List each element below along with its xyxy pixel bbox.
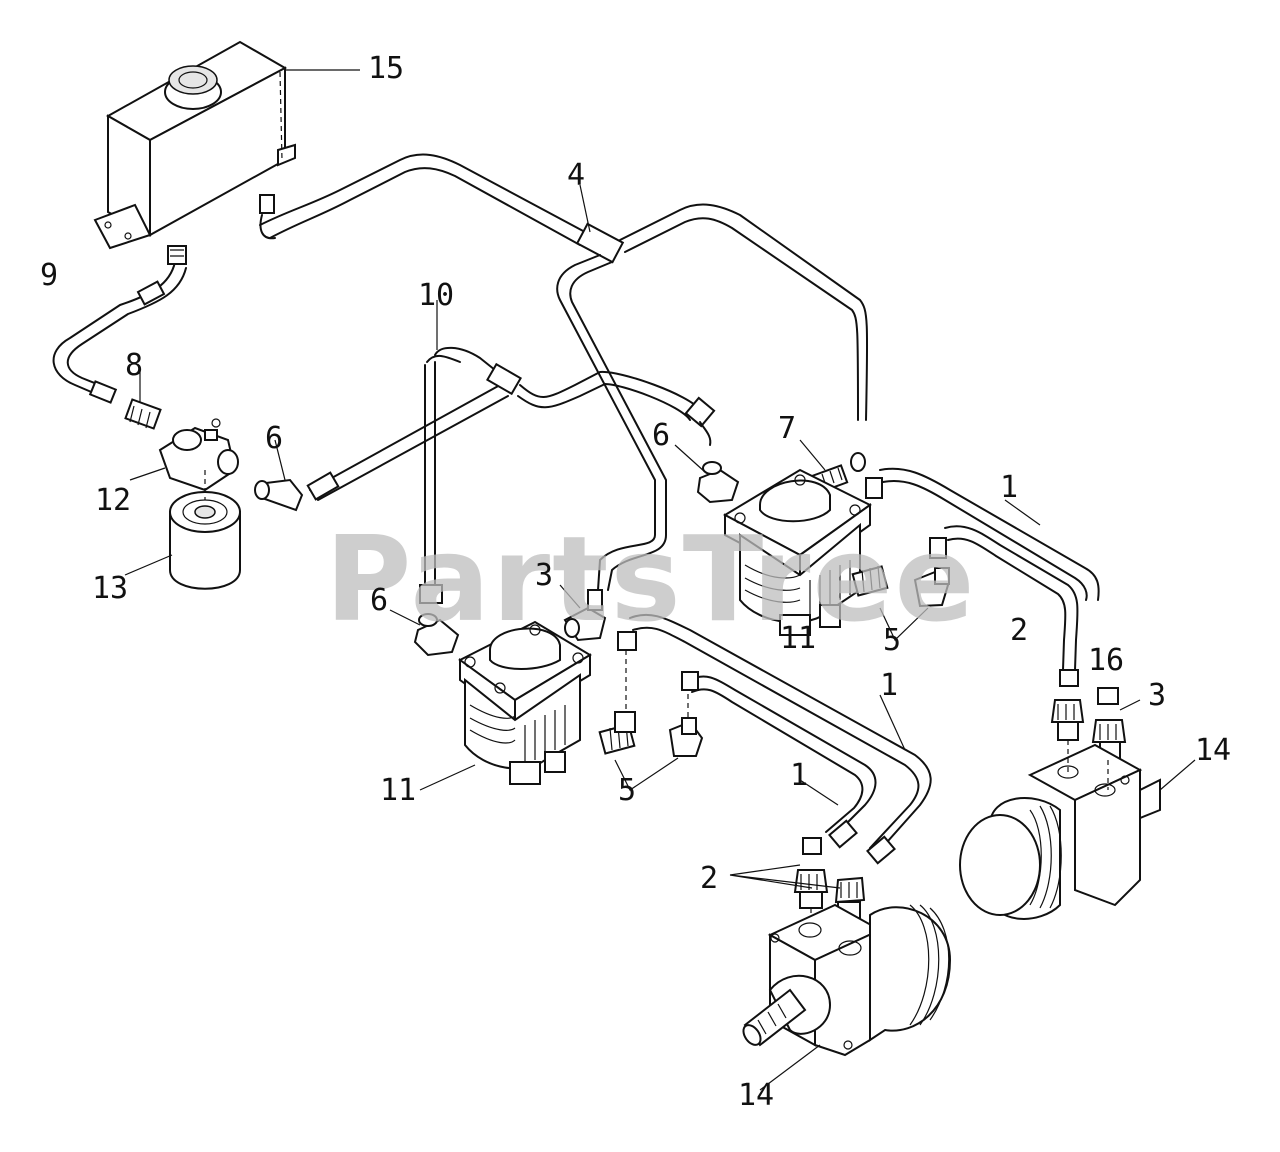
hydraulic-reservoir-tank[interactable]: [93, 40, 296, 250]
callout-3-right[interactable]: 3: [1148, 678, 1166, 713]
callout-6-right-pump[interactable]: 6: [652, 418, 670, 453]
wheel-motor-right[interactable]: [959, 743, 1161, 920]
inlet-elbow-fitting[interactable]: [696, 461, 740, 504]
motor-fitting[interactable]: [793, 837, 829, 909]
callout-1-right-hose[interactable]: 1: [1000, 470, 1018, 505]
callout-7[interactable]: 7: [778, 411, 796, 446]
filter-head[interactable]: [158, 418, 239, 492]
elbow-fitting[interactable]: [254, 478, 304, 512]
callout-11-right-pump[interactable]: 11: [780, 621, 816, 656]
callout-4[interactable]: 4: [567, 158, 585, 193]
callout-6-left-pump[interactable]: 6: [370, 583, 388, 618]
inlet-elbow-fitting[interactable]: [413, 613, 460, 657]
pressure-hose-left[interactable]: [629, 613, 932, 865]
pressure-hose-right[interactable]: [879, 467, 1100, 671]
callout-9[interactable]: 9: [40, 258, 58, 293]
callout-5-left[interactable]: 5: [618, 773, 636, 808]
callout-5-right[interactable]: 5: [883, 623, 901, 658]
callout-16[interactable]: 16: [1088, 643, 1124, 678]
hydraulic-pump-right[interactable]: [722, 468, 872, 636]
callout-1-left-hose-lower[interactable]: 1: [790, 758, 808, 793]
hose-nut-fitting[interactable]: [617, 631, 637, 651]
pump-feed-hose[interactable]: [306, 346, 716, 604]
callout-6-filter[interactable]: 6: [265, 421, 283, 456]
tee-fitting[interactable]: [563, 589, 607, 642]
callout-8[interactable]: 8: [125, 348, 143, 383]
callout-14-left-motor[interactable]: 14: [738, 1078, 774, 1113]
callout-2-left[interactable]: 2: [700, 861, 718, 896]
return-line[interactable]: [259, 153, 869, 591]
motor-fitting[interactable]: [1050, 669, 1085, 741]
hydraulic-filter[interactable]: [169, 470, 241, 590]
suction-hose[interactable]: [52, 245, 187, 404]
callout-3-left[interactable]: 3: [535, 558, 553, 593]
callout-13[interactable]: 13: [92, 571, 128, 606]
callout-11-left-pump[interactable]: 11: [380, 773, 416, 808]
hose-nut-fitting[interactable]: [929, 537, 947, 559]
pump-outlet-fitting[interactable]: [913, 567, 950, 608]
wheel-motor-left[interactable]: [740, 903, 952, 1057]
callout-15[interactable]: 15: [368, 51, 404, 86]
callout-10[interactable]: 10: [418, 278, 454, 313]
callout-1-left-hose[interactable]: 1: [880, 668, 898, 703]
pump-outlet-fitting[interactable]: [668, 717, 704, 757]
hose-fitting[interactable]: [124, 398, 162, 430]
motor-fitting[interactable]: [834, 876, 866, 919]
callout-14-right-motor[interactable]: 14: [1195, 733, 1231, 768]
hydraulic-pump-left[interactable]: [458, 620, 592, 785]
callout-2-right[interactable]: 2: [1010, 613, 1028, 648]
hose-nut-fitting[interactable]: [614, 711, 636, 733]
hose-nut-fitting[interactable]: [865, 477, 883, 499]
callout-12[interactable]: 12: [95, 483, 131, 518]
watermark: PartsTree: [325, 510, 977, 648]
pump-outlet-fitting[interactable]: [851, 565, 889, 597]
